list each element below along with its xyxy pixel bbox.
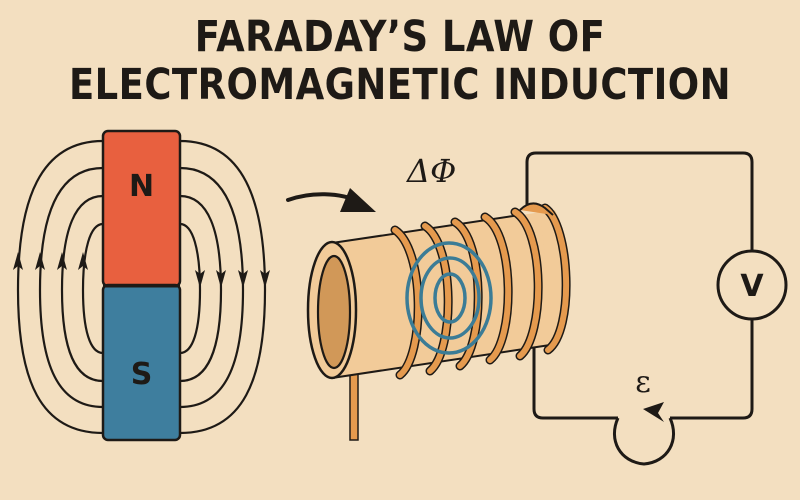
title-line-2: ELECTROMAGNETIC INDUCTION xyxy=(68,60,732,110)
emf-label: ε xyxy=(635,365,651,400)
solenoid-coil xyxy=(306,202,571,441)
bar-magnet: N S xyxy=(101,129,182,442)
voltmeter-label: V xyxy=(740,269,764,304)
field-arrows xyxy=(13,252,270,288)
emf-loop-icon xyxy=(612,402,676,466)
flux-rings xyxy=(405,241,493,355)
south-label: S xyxy=(131,357,153,392)
north-label: N xyxy=(129,169,154,204)
flux-change-label: ΔΦ xyxy=(405,152,456,190)
circuit-wires xyxy=(525,151,754,420)
motion-arrow-icon xyxy=(286,188,376,212)
magnetic-field-lines xyxy=(16,139,267,435)
north-pole xyxy=(101,129,182,288)
voltmeter: V xyxy=(716,249,788,321)
title-line-1: FARADAY’S LAW OF xyxy=(194,12,606,62)
